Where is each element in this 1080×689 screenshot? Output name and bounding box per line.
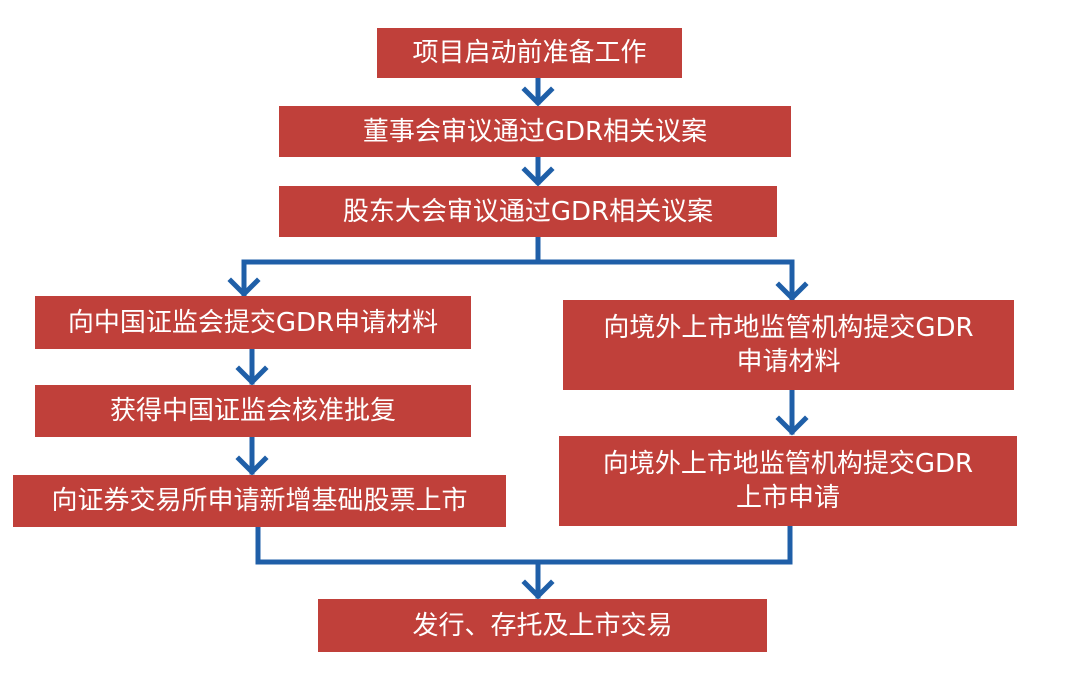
- step-csrc-submission: 向中国证监会提交GDR申请材料: [35, 296, 471, 349]
- arrowhead-board-to-shareholders: [521, 166, 555, 187]
- step-preparation: 项目启动前准备工作: [377, 28, 682, 78]
- split-connector: [241, 234, 795, 265]
- arrowhead-prep-to-board: [521, 86, 555, 107]
- arrowhead-merge: [521, 579, 555, 600]
- arrowhead-csrc-submit-to-approval: [235, 365, 269, 386]
- step-csrc-approval: 获得中国证监会核准批复: [35, 385, 471, 437]
- step-shareholders-approval: 股东大会审议通过GDR相关议案: [279, 186, 777, 237]
- arrowhead-approval-to-exchange: [235, 455, 269, 476]
- arrowhead-overseas-submit-to-listing: [775, 415, 809, 436]
- step-board-approval: 董事会审议通过GDR相关议案: [279, 106, 791, 157]
- step-issuance-trading: 发行、存托及上市交易: [318, 599, 767, 652]
- merge-connector: [255, 523, 793, 599]
- step-overseas-submission: 向境外上市地监管机构提交GDR申请材料: [563, 300, 1014, 390]
- arrowhead-split-right: [775, 281, 809, 302]
- arrowhead-split-left: [227, 277, 261, 298]
- step-overseas-listing-application: 向境外上市地监管机构提交GDR上市申请: [559, 436, 1017, 526]
- step-exchange-application: 向证券交易所申请新增基础股票上市: [13, 475, 506, 527]
